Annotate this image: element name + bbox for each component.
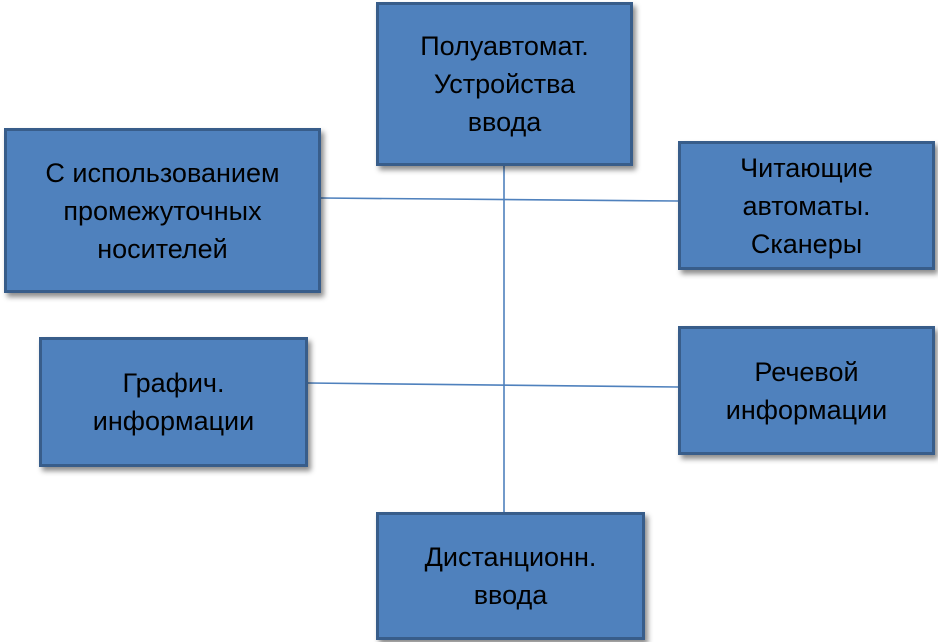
node-label: Полуавтомат. Устройства ввода [420,31,589,137]
node-label: С использованием промежуточных носителей [45,157,280,264]
connector-upper-horizontal [320,197,679,202]
node-label: Речевой информации [725,356,888,425]
node-speech-information: Речевой информации [678,326,935,455]
node-remote-input: Дистанционн. ввода [376,512,645,640]
node-reading-machines-scanners: Читающие автоматы. Сканеры [678,141,935,270]
node-label: Графич. информации [92,368,255,436]
node-intermediate-media: С использованием промежуточных носителей [4,128,321,293]
node-semiautomatic-input-devices: Полуавтомат. Устройства ввода [376,2,633,166]
connector-lower-horizontal [307,382,679,388]
node-label: Дистанционн. ввода [424,542,597,610]
node-label: Читающие автоматы. Сканеры [740,152,873,259]
node-graphic-information: Графич. информации [39,337,308,467]
